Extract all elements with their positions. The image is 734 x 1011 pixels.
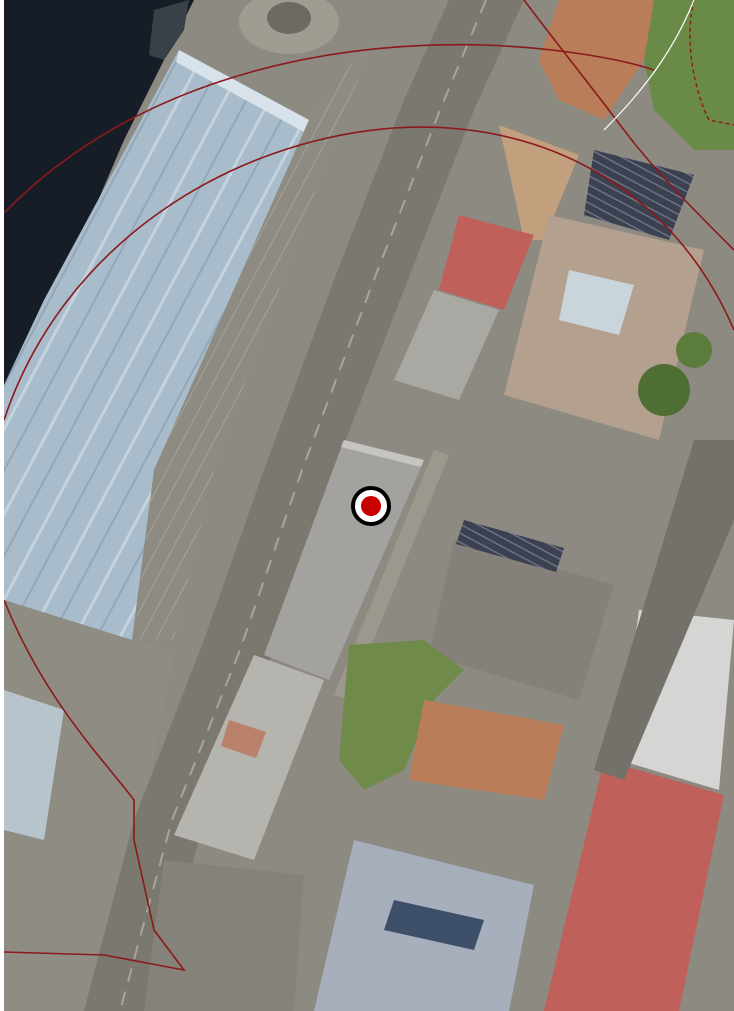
- grey-roof-building: [394, 290, 499, 400]
- right-street: [594, 440, 734, 780]
- tree-cluster-2: [676, 332, 712, 368]
- white-roof-building: [174, 655, 324, 860]
- pier-structure: [149, 0, 189, 60]
- quay-parking: [134, 40, 374, 640]
- lower-dock-area: [4, 600, 174, 1011]
- main-avenue: [84, 0, 524, 1011]
- solar-panel-strip: [456, 520, 564, 572]
- boundary-line: [523, 0, 734, 251]
- location-target-icon[interactable]: [351, 486, 391, 526]
- warehouse-edge: [176, 50, 309, 132]
- dock-shed: [4, 690, 64, 840]
- white-path-line: [603, 0, 695, 131]
- industrial-roof-south: [429, 540, 614, 700]
- aerial-map[interactable]: [4, 0, 734, 1011]
- red-roof-bottom: [544, 760, 724, 1011]
- terracotta-roof-top: [539, 0, 654, 120]
- roof-skylight: [559, 270, 634, 335]
- boundary-line: [4, 126, 734, 421]
- boundary-line: [4, 43, 655, 214]
- green-park-top: [644, 0, 734, 150]
- rooftop-structure: [221, 720, 266, 758]
- garden-area: [339, 640, 464, 790]
- target-building-edge: [341, 440, 424, 467]
- bottom-parking: [144, 860, 304, 1011]
- courtyard-shadow: [384, 900, 484, 950]
- tree-cluster: [638, 364, 690, 416]
- map-canvas: [4, 0, 734, 1011]
- marker-dot: [361, 496, 381, 516]
- terracotta-house-roofs: [409, 700, 564, 800]
- warehouse-building: [4, 50, 309, 640]
- solar-panel-roof: [584, 150, 694, 240]
- round-structure-center: [267, 2, 311, 34]
- avenue-center-line: [119, 0, 487, 1011]
- boundary-line: [4, 599, 186, 972]
- interior-street: [334, 450, 449, 700]
- red-roof-building: [439, 215, 534, 310]
- boundary-line-dashed: [689, 0, 734, 126]
